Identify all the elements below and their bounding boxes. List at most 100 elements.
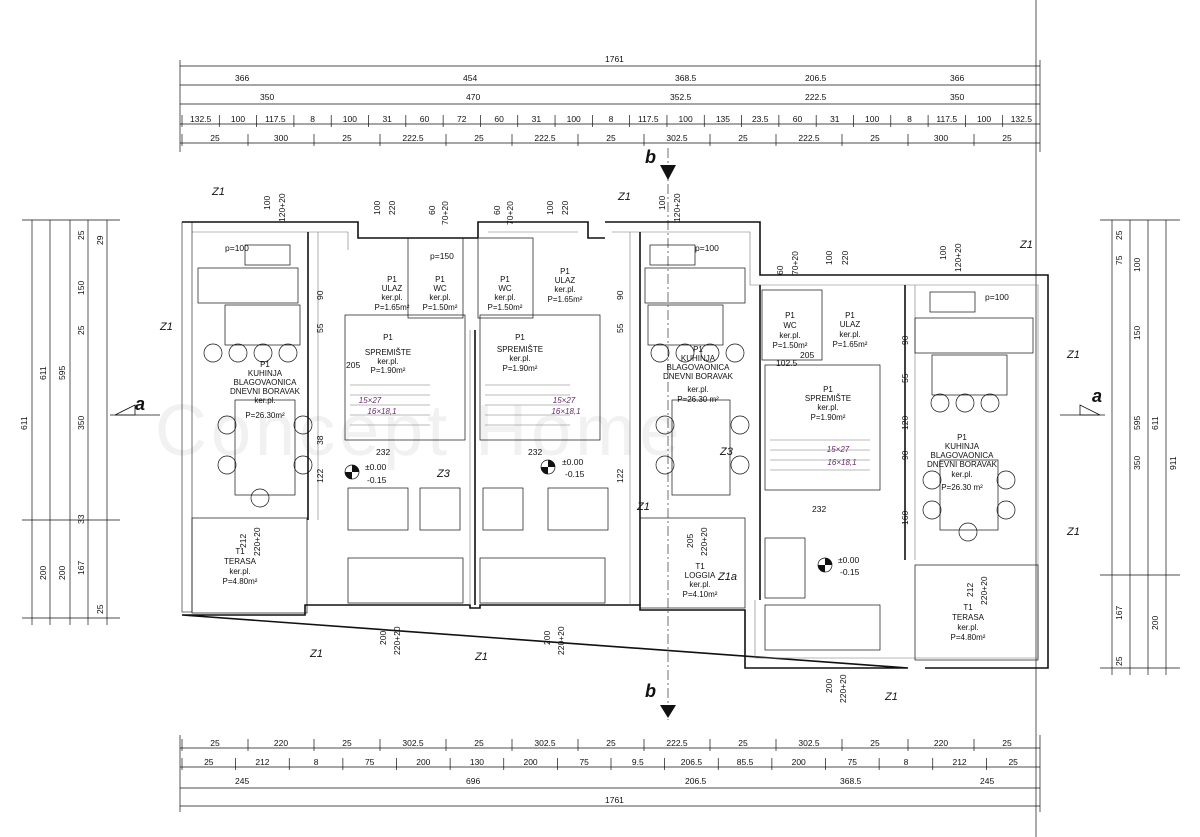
dim-top-r3-5: 31 [382, 114, 392, 124]
dim-top-r4-6: 25 [606, 133, 616, 143]
room-code: P1 [693, 345, 703, 354]
section-b-bottom: b [645, 681, 656, 701]
room-line1: WC [433, 284, 447, 293]
dim-top-r4-3: 222.5 [402, 133, 424, 143]
wall-tag: Z1 [211, 186, 225, 198]
dim-bot-r2-13: 8 [904, 757, 909, 767]
room-line2: BLAGOVAONICA [931, 451, 995, 460]
wall-tag: Z1 [309, 648, 323, 660]
room-code: T1 [963, 603, 973, 612]
opening-label: 220+20 [838, 674, 848, 703]
opening-label: 200 [824, 679, 834, 693]
room-area: P=1.65m² [375, 303, 410, 312]
right-dimensions: 911 611 595 100 150 350 200 25 75 167 25… [1060, 219, 1180, 675]
opening-label: 100 [938, 246, 948, 260]
level-1-top: ±0.00 [365, 462, 386, 472]
opening-label: 220+20 [979, 576, 989, 605]
room-line1: TERASA [224, 557, 257, 566]
dim-bot-r2-15: 25 [1008, 757, 1018, 767]
dim-top-r3-7: 72 [457, 114, 467, 124]
level-1-bottom: -0.15 [367, 475, 387, 485]
room-floor: ker.pl. [381, 293, 402, 302]
wall-tag: Z1 [159, 321, 173, 333]
dim-right-second: 611 [1150, 416, 1160, 430]
dim-left-4-4: 33 [76, 514, 86, 524]
dim-232-b: 232 [528, 447, 542, 457]
dim-bot-r1-12: 25 [1002, 738, 1012, 748]
dim-90-a: 90 [315, 290, 325, 300]
level-2-top: ±0.00 [562, 457, 583, 467]
room-floor: ker.pl. [229, 567, 250, 576]
dim-bot-r1-5: 302.5 [534, 738, 556, 748]
dim-top-r3-12: 117.5 [638, 114, 659, 124]
dim-bot-r3-2: 206.5 [685, 776, 707, 786]
opening-label: 100 [545, 201, 555, 215]
dim-bot-r2-7: 75 [579, 757, 589, 767]
dim-bot-r1-11: 220 [934, 738, 948, 748]
dim-right-5-0: 25 [1114, 230, 1124, 240]
room-line1: SPREMIŠTE [805, 394, 851, 403]
dim-bot-r3-4: 245 [980, 776, 994, 786]
dim-top-r4-10: 25 [870, 133, 880, 143]
level-3-bottom: -0.15 [840, 567, 860, 577]
dim-left-lower-0: 200 [38, 566, 48, 580]
dim-left-4-3: 350 [76, 416, 86, 430]
room-storage-2: P1 SPREMIŠTE ker.pl. P=1.90m² [497, 333, 543, 373]
room-code: P1 [845, 311, 855, 320]
dim-right-4-2: 350 [1132, 456, 1142, 470]
dim-right-4-0: 100 [1132, 258, 1142, 272]
room-loggia: T1 LOGGIA ker.pl. P=4.10m² [683, 562, 718, 599]
room-line2: BLAGOVAONICA [234, 378, 298, 387]
room-floor: ker.pl. [817, 403, 838, 412]
room-area: P=1.90m² [371, 366, 406, 375]
level-3-top: ±0.00 [838, 555, 859, 565]
dim-left-outer: 611 [19, 416, 29, 430]
room-storage-1: P1 SPREMIŠTE ker.pl. P=1.90m² [365, 333, 411, 375]
dim-bot-r2-8: 9.5 [632, 757, 644, 767]
dim-left-5-9: 25 [95, 604, 105, 614]
room-line1: KUHINJA [681, 354, 716, 363]
opening-label: 220+20 [699, 527, 709, 556]
wall-tag: Z1 [617, 191, 631, 203]
dim-90-b: 90 [615, 290, 625, 300]
dim-bot-r1-3: 302.5 [402, 738, 424, 748]
section-b-arrow-bottom [660, 705, 676, 718]
dim-top-r3-18: 100 [865, 114, 879, 124]
room-area: P=4.10m² [683, 590, 718, 599]
room-floor: ker.pl. [554, 285, 575, 294]
dim-top-r4-11: 300 [934, 133, 948, 143]
room-line1: ULAZ [840, 320, 861, 329]
opening-label: 120+20 [672, 193, 682, 222]
dim-left-third: 595 [57, 366, 67, 380]
dim-38-a: 38 [315, 435, 325, 445]
opening-label: 70+20 [440, 201, 450, 225]
level-mark-1: ±0.00 -0.15 [344, 462, 387, 485]
dim-232-c: 232 [812, 504, 826, 514]
dim-top-r3-19: 8 [907, 114, 912, 124]
room-entry-3: P1 ULAZ ker.pl. P=1.65m² [833, 311, 868, 349]
opening-label: 70+20 [790, 251, 800, 275]
room-line1: WC [783, 321, 797, 330]
dim-top-r4-4: 25 [474, 133, 484, 143]
dim-top-r3-21: 100 [977, 114, 991, 124]
opening-label: 100 [824, 251, 834, 265]
opening-label: 60 [427, 205, 437, 215]
dim-right-5-6: 167 [1114, 606, 1124, 620]
room-area: P=4.80m² [951, 633, 986, 642]
dim-205-b: 205 [800, 350, 814, 360]
room-code: P1 [387, 275, 397, 284]
room-terrace-2: T1 TERASA ker.pl. P=4.80m² [951, 603, 986, 642]
opening-label: 200 [542, 631, 552, 645]
opening-label: 60 [775, 265, 785, 275]
opening-label: 220+20 [556, 626, 566, 655]
section-b-top: b [645, 147, 656, 167]
opening-label: 120+20 [953, 243, 963, 272]
dim-bot-r3-0: 245 [235, 776, 249, 786]
section-b-arrow-top [660, 165, 676, 180]
dim-bot-r2-4: 200 [416, 757, 430, 767]
dim-left-lower-1: 200 [57, 566, 67, 580]
dim-top-r3-9: 31 [532, 114, 542, 124]
room-area: P=1.50m² [773, 341, 808, 350]
dim-55-b: 55 [615, 323, 625, 333]
room-wc-2: P1 WC ker.pl. P=1.50m² [488, 275, 523, 312]
